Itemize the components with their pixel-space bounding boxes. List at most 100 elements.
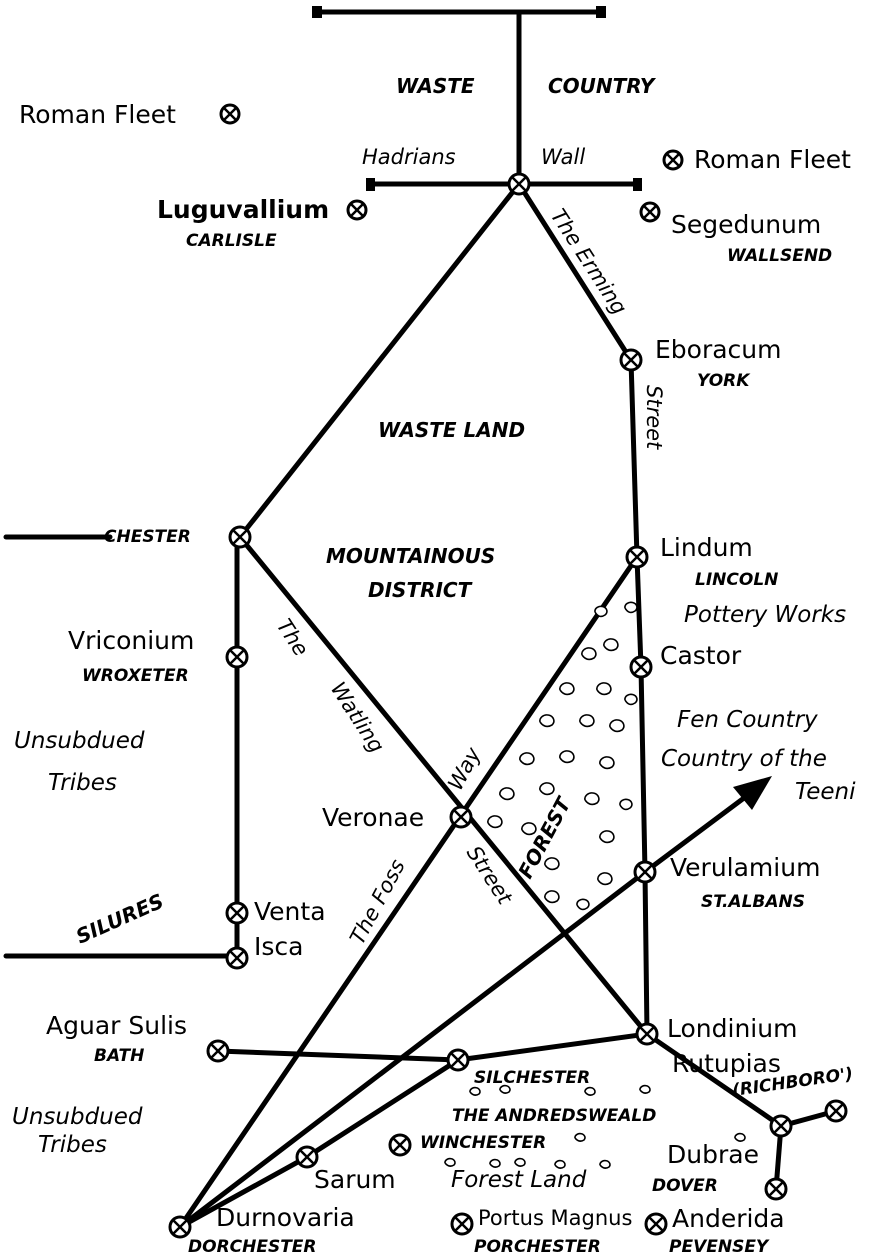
label-aguar-sulis: Aguar Sulis [46, 1011, 187, 1040]
label-forest-land: Forest Land [451, 1167, 587, 1193]
town-marker-veronae [449, 805, 473, 829]
label-winchester: WINCHESTER [420, 1133, 546, 1153]
label-lincoln: LINCOLN [695, 570, 778, 590]
town-marker-londinium [635, 1022, 659, 1046]
tree-mark [599, 756, 615, 770]
town-marker-chester [228, 525, 252, 549]
label-st-albans: ST.ALBANS [701, 892, 805, 912]
label-durnovaria: Durnovaria [216, 1203, 355, 1232]
label-hadrians-wall-2: Wall [541, 145, 585, 169]
tree-mark [487, 815, 503, 829]
town-marker-isca [225, 946, 249, 970]
label-fen-country: Fen Country [677, 707, 818, 733]
label-rutupias: Rutupias [672, 1049, 781, 1078]
tree-mark [499, 1084, 511, 1094]
fleet-marker-east [662, 149, 684, 171]
town-marker-venta [225, 901, 249, 925]
tree-mark [624, 601, 638, 614]
tree-mark [521, 822, 537, 836]
road-bath-londinium [215, 1031, 650, 1063]
label-unsubdued-north-2: Tribes [48, 770, 117, 796]
tree-mark [489, 1158, 501, 1168]
label-porchester: PORCHESTER [474, 1237, 601, 1257]
tree-mark [576, 898, 590, 911]
route-to-teeni [642, 789, 755, 875]
town-marker-segedunum [639, 201, 661, 223]
tree-mark [639, 1084, 651, 1094]
label-unsubdued-south-1: Unsubdued [12, 1104, 143, 1130]
hadrians-wall-end-right [633, 178, 642, 191]
town-marker-anderida [644, 1212, 668, 1236]
label-waste-land: WASTE LAND [378, 418, 525, 442]
road-wall-chester [237, 181, 522, 540]
label-york: YORK [697, 371, 751, 391]
label-anderida: Anderida [672, 1204, 785, 1233]
tree-mark [559, 682, 575, 696]
label-mountainous-1: MOUNTAINOUS [326, 544, 495, 568]
tree-mark [597, 872, 613, 886]
label-eboracum: Eboracum [655, 335, 782, 364]
label-waste-country-1: WASTE [396, 74, 475, 98]
label-isca: Isca [254, 932, 303, 961]
town-marker-durnovaria [168, 1215, 192, 1239]
tree-mark [559, 750, 575, 764]
tree-mark [624, 693, 638, 706]
label-portus-magnus: Portus Magnus [478, 1206, 632, 1230]
label-vriconium: Vriconium [68, 626, 194, 655]
label-luguvallium: Luguvallium [157, 195, 329, 224]
label-wroxeter: WROXETER [82, 666, 189, 686]
label-andredsweald: THE ANDREDSWEALD [452, 1106, 656, 1126]
town-marker-lindum [625, 545, 649, 569]
label-forest: FOREST [513, 792, 576, 882]
tree-mark [599, 830, 615, 844]
tree-mark [734, 1132, 746, 1142]
label-verulamium: Verulamium [670, 853, 820, 882]
tree-mark [579, 714, 595, 728]
label-erming-street-2: Street [642, 385, 666, 450]
tree-mark [469, 1086, 481, 1096]
label-waste-country-2: COUNTRY [548, 74, 657, 98]
label-silchester: SILCHESTER [474, 1068, 590, 1088]
road-foss-way [177, 554, 640, 1230]
label-teeni-2: Teeni [795, 779, 856, 805]
tree-mark [603, 638, 619, 652]
tree-mark [519, 752, 535, 766]
label-unsubdued-south-2: Tribes [38, 1132, 107, 1158]
label-watling-street-2: Watling [326, 678, 389, 757]
label-bath: BATH [94, 1046, 144, 1066]
tree-mark [599, 1159, 611, 1169]
town-marker-sarum [295, 1145, 319, 1169]
tree-mark [554, 1159, 566, 1169]
label-segedunum: Segedunum [671, 210, 821, 239]
label-erming-street-1: The Erming [546, 205, 632, 319]
label-hadrians-wall-1: Hadrians [362, 145, 456, 169]
tree-mark [574, 1132, 586, 1142]
tree-mark [544, 890, 560, 904]
label-unsubdued-north-1: Unsubdued [14, 728, 145, 754]
tree-mark [514, 1157, 526, 1167]
northern-bar-end-left [312, 6, 322, 18]
label-dover: DOVER [652, 1176, 718, 1196]
tree-mark [584, 792, 600, 806]
tree-mark [584, 1086, 596, 1096]
tree-mark [539, 782, 555, 796]
town-marker-portus-magnus [450, 1212, 474, 1236]
tree-mark [539, 714, 555, 728]
label-chester: CHESTER [104, 527, 191, 547]
town-marker-verulamium [633, 860, 657, 884]
label-lindum: Lindum [660, 533, 753, 562]
tree-mark [499, 787, 515, 801]
tree-mark [609, 719, 625, 733]
tree-mark [596, 682, 612, 696]
town-marker-rutupias [769, 1114, 793, 1138]
town-markers [168, 103, 848, 1239]
tree-mark [619, 798, 633, 811]
road-durnovaria-silchester [177, 1057, 461, 1230]
label-castor: Castor [660, 641, 742, 670]
label-dorchester: DORCHESTER [188, 1237, 317, 1257]
road-erming-street [516, 181, 650, 1037]
northern-bar-end-right [596, 6, 606, 18]
town-marker-silchester [446, 1048, 470, 1072]
